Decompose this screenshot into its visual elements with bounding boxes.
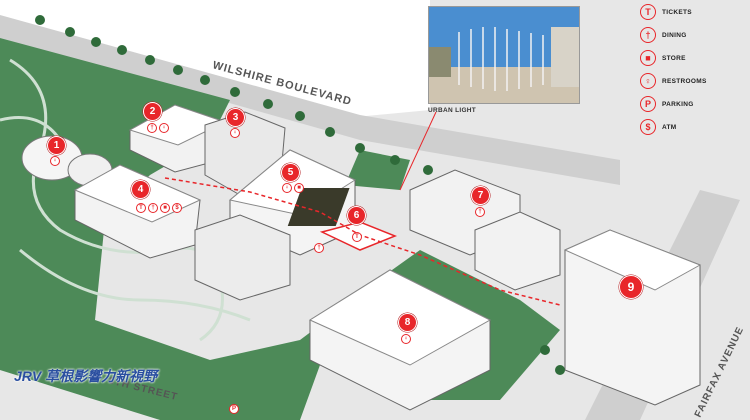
ticket-icon: T <box>640 4 656 20</box>
building-8-badge[interactable]: 8 <box>398 313 417 332</box>
legend-item-dining: † DINING <box>640 25 748 45</box>
legend-label: STORE <box>662 54 686 62</box>
legend-item-tickets: T TICKETS <box>640 2 748 22</box>
urban-light-lamps <box>287 188 350 226</box>
legend-item-parking: P PARKING <box>640 94 748 114</box>
urban-light-photo <box>428 6 580 104</box>
store-icon: ■ <box>160 203 170 213</box>
central-block-shape <box>194 214 291 301</box>
building-3-badge[interactable]: 3 <box>226 108 245 127</box>
dining-icon: † <box>475 207 485 217</box>
dining-icon: † <box>640 27 656 43</box>
urban-light-photo-image <box>429 7 579 103</box>
store-icon: ■ <box>640 50 656 66</box>
dining-icon: † <box>148 203 158 213</box>
ticket-icon: T <box>352 232 362 242</box>
parking-icon: P <box>229 404 239 414</box>
watermark-logo: JRV 草根影響力新視野 <box>14 368 158 384</box>
palm-trees <box>35 15 565 375</box>
map-legend: T TICKETS † DINING ■ STORE ♀ RESTROOMS P… <box>640 2 748 140</box>
wilshire-road-east <box>360 115 620 185</box>
ticket-icon: T <box>136 203 146 213</box>
legend-label: ATM <box>662 123 677 131</box>
building-6-badge[interactable]: 6 <box>347 206 366 225</box>
legend-label: RESTROOMS <box>662 77 707 85</box>
building-9-badge[interactable]: 9 <box>619 275 643 299</box>
atm-icon: $ <box>172 203 182 213</box>
legend-item-restrooms: ♀ RESTROOMS <box>640 71 748 91</box>
park-path-2 <box>19 248 251 322</box>
dining-icon: † <box>147 123 157 133</box>
park-lawn <box>0 38 340 420</box>
restroom-icon: ♀ <box>230 128 240 138</box>
dining-icon: † <box>314 243 324 253</box>
restroom-icon: ♀ <box>282 183 292 193</box>
restroom-icon: ♀ <box>50 156 60 166</box>
urban-light-caption: URBAN LIGHT <box>428 107 477 114</box>
legend-item-store: ■ STORE <box>640 48 748 68</box>
atm-icon: $ <box>640 119 656 135</box>
parking-icon: P <box>640 96 656 112</box>
legend-label: TICKETS <box>662 8 692 16</box>
restroom-icon: ♀ <box>159 123 169 133</box>
building-4-badge[interactable]: 4 <box>131 180 150 199</box>
building-5-badge[interactable]: 5 <box>281 163 300 182</box>
building-7-badge[interactable]: 7 <box>471 186 490 205</box>
north-area <box>0 0 430 118</box>
wilshire-road <box>0 15 360 140</box>
restroom-icon: ♀ <box>640 73 656 89</box>
legend-item-atm: $ ATM <box>640 117 748 137</box>
building-1-badge[interactable]: 1 <box>47 136 66 155</box>
park-path-3 <box>0 116 62 141</box>
building-7-annex <box>474 211 561 291</box>
building-2-badge[interactable]: 2 <box>143 102 162 121</box>
store-icon: ■ <box>294 183 304 193</box>
legend-label: DINING <box>662 31 687 39</box>
photo-leader-line <box>399 111 437 191</box>
restroom-icon: ♀ <box>401 334 411 344</box>
legend-label: PARKING <box>662 100 694 108</box>
